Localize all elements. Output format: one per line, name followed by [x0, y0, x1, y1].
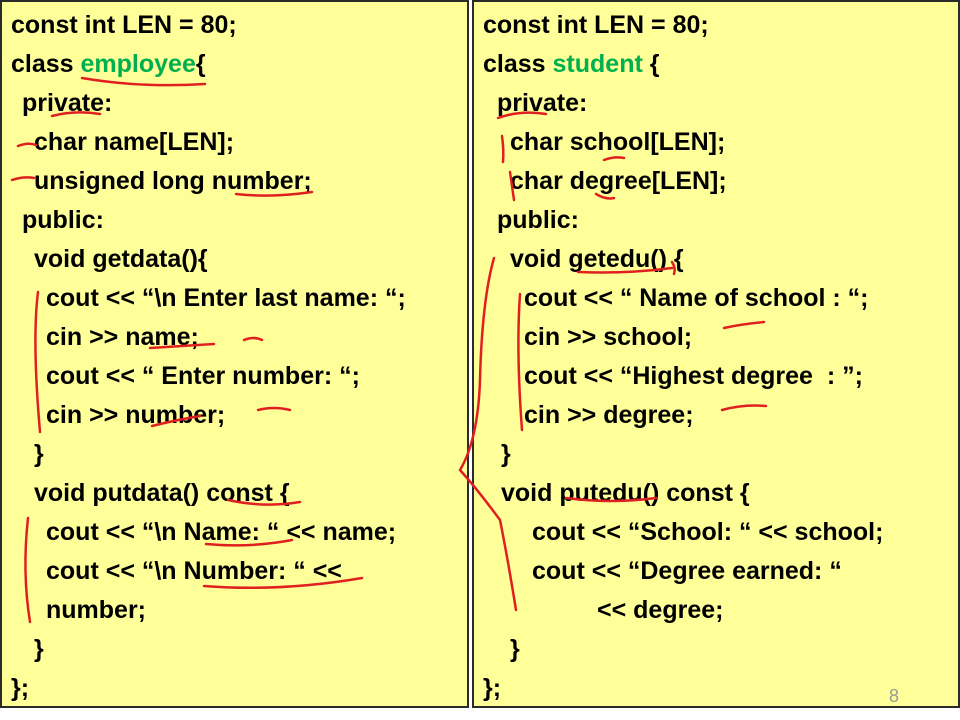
code-line: char degree[LEN];: [510, 167, 727, 195]
code-line: cin >> school;: [524, 323, 693, 351]
code-line: };: [483, 674, 502, 702]
class-open-brace: {: [195, 50, 206, 78]
code-line: void getedu() {: [510, 245, 684, 273]
code-line: const int LEN = 80;: [11, 11, 237, 39]
class-name-student: student: [552, 50, 643, 78]
code-line: cout << “\n Enter last name: “;: [46, 284, 406, 312]
code-line: unsigned long number;: [34, 167, 312, 195]
code-line: char name[LEN];: [34, 128, 235, 156]
class-open-brace: {: [642, 50, 660, 78]
code-line: << degree;: [597, 596, 724, 624]
code-line: cout << “School: “ << school;: [532, 518, 884, 546]
code-line: const int LEN = 80;: [483, 11, 709, 39]
code-line: cout << “ Name of school : “;: [524, 284, 869, 312]
code-line: public:: [497, 206, 579, 234]
student-code-panel: [472, 0, 960, 708]
class-name-employee: employee: [80, 50, 196, 78]
code-line: cout << “\n Name: “ << name;: [46, 518, 397, 546]
code-line: cin >> degree;: [524, 401, 694, 429]
class-declaration-line: class student {: [483, 49, 659, 79]
code-line: private:: [497, 89, 588, 117]
code-line: cout << “\n Number: “ <<: [46, 557, 342, 585]
class-declaration-line: class employee{: [11, 49, 206, 79]
code-line: cout << “ Enter number: “;: [46, 362, 360, 390]
code-line: public:: [22, 206, 104, 234]
code-line: };: [11, 674, 30, 702]
code-line: cout << “Highest degree : ”;: [524, 362, 863, 390]
code-line: char school[LEN];: [510, 128, 726, 156]
code-line: number;: [46, 596, 146, 624]
code-line: }: [34, 440, 44, 468]
code-line: }: [34, 635, 44, 663]
slide-page-number: 8: [889, 686, 900, 706]
code-line: void getdata(){: [34, 245, 208, 273]
class-keyword: class: [483, 50, 553, 78]
code-line: cin >> name;: [46, 323, 199, 351]
code-line: }: [501, 440, 511, 468]
code-line: void putedu() const {: [501, 479, 750, 507]
code-line: private:: [22, 89, 113, 117]
code-line: void putdata() const {: [34, 479, 290, 507]
class-keyword: class: [11, 50, 81, 78]
code-line: cout << “Degree earned: “: [532, 557, 842, 585]
code-line: cin >> number;: [46, 401, 226, 429]
employee-code-panel: [0, 0, 469, 708]
code-line: }: [510, 635, 520, 663]
